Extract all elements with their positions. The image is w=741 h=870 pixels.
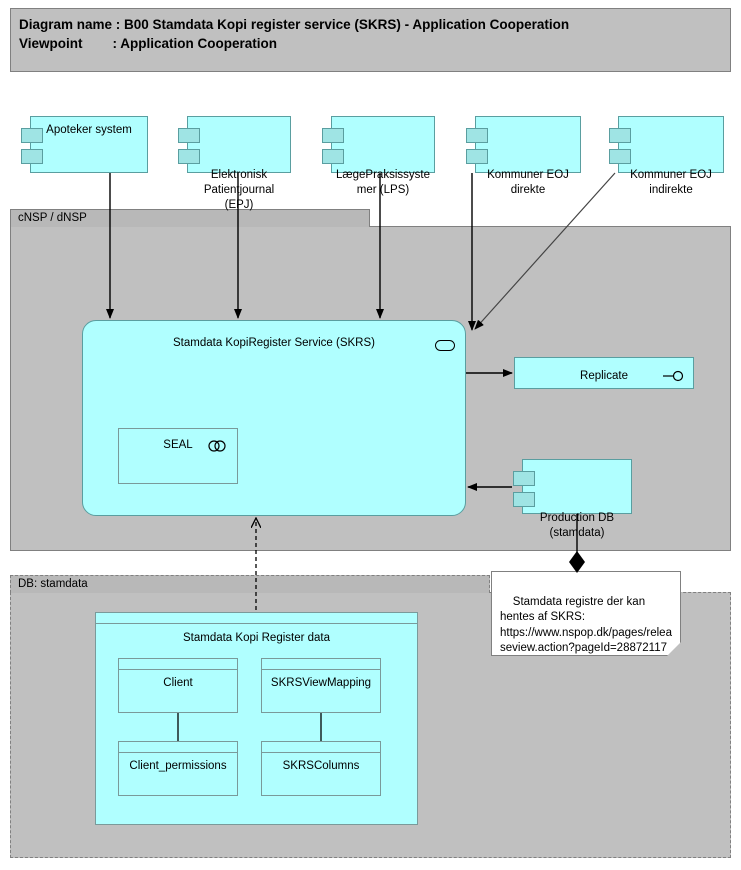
component-tab-upper-icon <box>322 128 344 143</box>
composition-diamond-icon <box>569 551 585 573</box>
data-object-header-bar <box>96 613 417 624</box>
component-label: Elektronisk Patientjournal (EPJ) <box>203 169 275 211</box>
collaboration-icon <box>208 440 226 452</box>
component-label: Kommuner EOJ indirekte <box>630 169 712 196</box>
component-tab-lower-icon <box>609 149 631 164</box>
component-elektronisk-patientjournal[interactable]: Elektronisk Patientjournal (EPJ) <box>178 116 291 211</box>
component-label: Kommuner EOJ direkte <box>487 169 569 196</box>
diagram-title-box: Diagram name : B00 Stamdata Kopi registe… <box>10 8 731 72</box>
data-object-header-bar <box>119 742 237 753</box>
component-tab-lower-icon <box>513 492 535 507</box>
component-tab-upper-icon <box>513 471 535 486</box>
application-service-label: Stamdata KopiRegister Service (SKRS) <box>173 337 375 349</box>
viewpoint-line: Viewpoint : Application Cooperation <box>19 36 278 51</box>
data-object-label: SKRSViewMapping <box>270 677 372 689</box>
diagram-name-line: Diagram name : B00 Stamdata Kopi registe… <box>19 17 570 32</box>
component-production-db[interactable]: Production DB (stamdata) <box>513 459 632 539</box>
collaboration-seal[interactable]: SEAL <box>118 428 238 484</box>
note-fold-corner <box>667 642 681 656</box>
component-tab-upper-icon <box>178 128 200 143</box>
data-object-client-permissions[interactable]: Client_permissions <box>118 741 238 796</box>
component-label: Production DB (stamdata) <box>539 512 615 539</box>
component-laegepraksissystemer-lps[interactable]: LægePraksissyste mer (LPS) <box>322 116 435 196</box>
data-object-label: SKRSColumns <box>282 760 360 772</box>
group-cnsp-dnsp-label-tab: cNSP / dNSP <box>10 209 370 227</box>
interface-lollipop-icon <box>663 370 684 382</box>
component-label: LægePraksissyste mer (LPS) <box>336 169 430 196</box>
component-tab-lower-icon <box>322 149 344 164</box>
group-db-stamdata-label-tab: DB: stamdata <box>10 575 490 593</box>
data-object-header-bar <box>262 742 380 753</box>
annotation-note-text: Stamdata registre der kan hentes af SKRS… <box>500 595 672 655</box>
component-kommuner-eoj-direkte[interactable]: Kommuner EOJ direkte <box>466 116 581 196</box>
data-object-client[interactable]: Client <box>118 658 238 713</box>
application-service-icon <box>435 340 455 351</box>
component-apoteker-system[interactable]: Apoteker system <box>21 116 148 173</box>
component-tab-lower-icon <box>466 149 488 164</box>
component-tab-lower-icon <box>178 149 200 164</box>
group-db-stamdata-label: DB: stamdata <box>18 578 88 590</box>
interface-label: Replicate <box>580 370 628 382</box>
data-object-skrscolumns[interactable]: SKRSColumns <box>261 741 381 796</box>
interface-replicate[interactable]: Replicate <box>514 357 694 389</box>
data-object-skrsviewmapping[interactable]: SKRSViewMapping <box>261 658 381 713</box>
collaboration-label: SEAL <box>163 439 193 451</box>
component-tab-upper-icon <box>21 128 43 143</box>
component-label: Apoteker system <box>46 124 132 136</box>
data-object-header-bar <box>119 659 237 670</box>
data-object-label: Stamdata Kopi Register data <box>182 632 331 644</box>
application-service-skrs[interactable]: Stamdata KopiRegister Service (SKRS) <box>82 320 466 516</box>
component-tab-upper-icon <box>466 128 488 143</box>
data-object-label: Client_permissions <box>129 760 227 772</box>
annotation-note: Stamdata registre der kan hentes af SKRS… <box>491 571 681 656</box>
component-tab-upper-icon <box>609 128 631 143</box>
data-object-label: Client <box>163 677 193 689</box>
group-cnsp-dnsp-label: cNSP / dNSP <box>18 212 87 224</box>
component-tab-lower-icon <box>21 149 43 164</box>
component-kommuner-eoj-indirekte[interactable]: Kommuner EOJ indirekte <box>609 116 724 196</box>
data-object-header-bar <box>262 659 380 670</box>
